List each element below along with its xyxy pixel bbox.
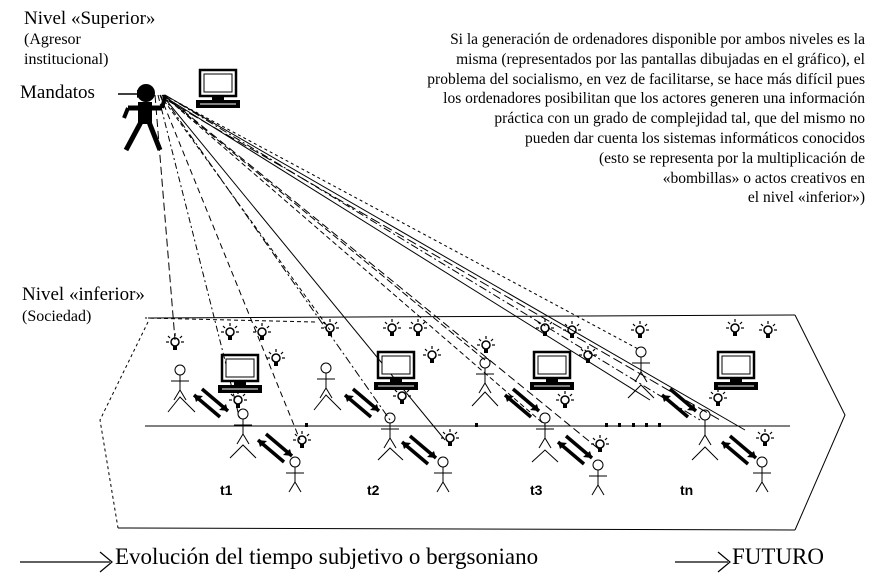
time-label-t2: t2 xyxy=(367,482,380,498)
mandates-label: Mandatos xyxy=(20,82,95,103)
lower-level-figures xyxy=(167,346,772,496)
time-label-t3: t3 xyxy=(530,482,543,498)
caption-end: FUTURO xyxy=(732,544,825,569)
upper-computer xyxy=(194,68,242,110)
lower-computers xyxy=(216,350,760,395)
note-line: misma (representados por las pantallas d… xyxy=(456,50,865,68)
upper-level-subtitle-line2: institucional) xyxy=(24,51,109,68)
note-line: pueden dar cuenta los sistemas informáti… xyxy=(524,129,865,147)
note-line: Si la generación de ordenadores disponib… xyxy=(450,31,865,48)
timeline-ticks xyxy=(305,423,661,427)
sociedad-frame xyxy=(99,314,846,531)
upper-agent-figure xyxy=(118,84,167,152)
note-line: problema del socialismo, en vez de facil… xyxy=(427,70,865,88)
time-label-tn: tn xyxy=(680,482,694,498)
note-line: (esto se representa por la multiplicació… xyxy=(599,149,865,167)
note-line: el nivel «inferior») xyxy=(747,189,865,207)
caption-arrow-left xyxy=(20,551,113,573)
note-line: «bombillas» o actos creativos en xyxy=(662,169,865,187)
time-label-t1: t1 xyxy=(220,482,233,498)
upper-level-subtitle-line1: (Agresor xyxy=(24,31,81,48)
upper-level-title: Nivel «Superior» xyxy=(24,8,156,29)
note-line: práctica con un grado de complejidad tal… xyxy=(494,110,865,128)
explanatory-note: Si la generación de ordenadores disponib… xyxy=(300,30,865,208)
mandate-lines xyxy=(144,94,746,451)
lower-level-subtitle: (Sociedad) xyxy=(22,308,92,325)
caption-main: Evolución del tiempo subjetivo o bergson… xyxy=(115,544,539,569)
lower-level-title: Nivel «inferior» xyxy=(22,284,145,305)
caption-arrow-right xyxy=(675,551,731,573)
note-line: los ordenadores posibilitan que los acto… xyxy=(443,90,865,108)
